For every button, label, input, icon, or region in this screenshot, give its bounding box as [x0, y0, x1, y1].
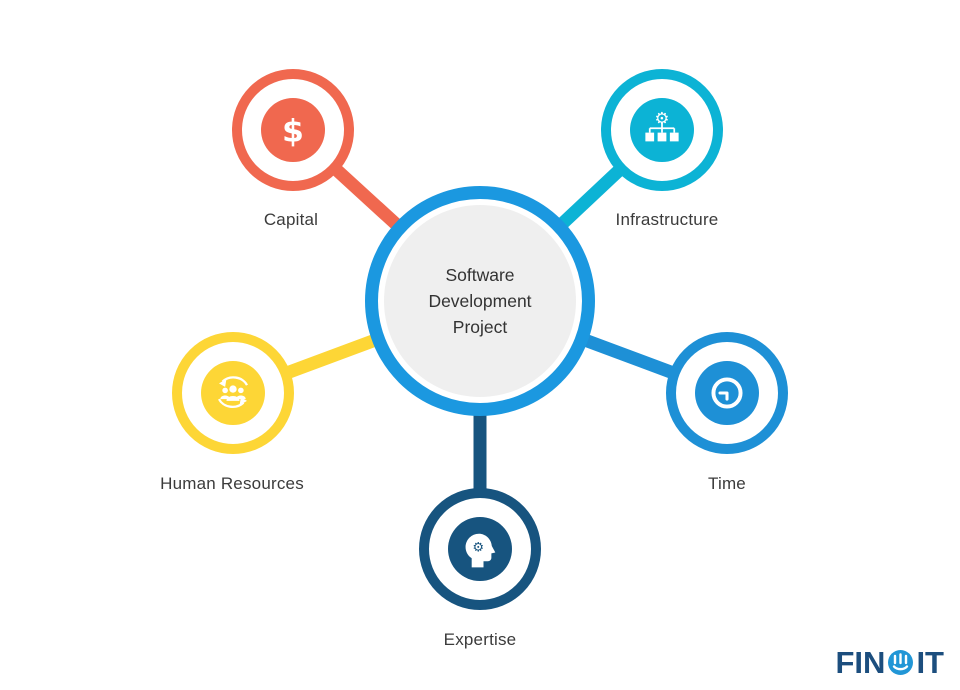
node-capital: $ — [232, 69, 354, 191]
hub-node-label: Software Development Project — [428, 264, 532, 338]
node-human-resources — [172, 332, 294, 454]
deployment-gear-icon: ⚙ — [645, 109, 679, 142]
node-label-human-resources: Human Resources — [160, 474, 304, 493]
node-label-infrastructure: Infrastructure — [615, 210, 719, 229]
mind-gear-icon: ⚙ — [465, 533, 496, 568]
finoit-logo: FIN IT — [836, 647, 945, 678]
node-label-capital: Capital — [263, 210, 319, 229]
finoit-logo-text-fin: FIN — [835, 645, 886, 680]
hub-node-fill: Software Development Project — [384, 205, 576, 397]
expertise-icon-badge: ⚙ — [448, 517, 512, 581]
infrastructure-icon-badge: ⚙ — [630, 98, 694, 162]
node-time — [666, 332, 788, 454]
node-infrastructure: ⚙ — [601, 69, 723, 191]
time-icon-badge — [695, 361, 759, 425]
team-sync-icon — [217, 376, 249, 408]
capital-icon-badge: $ — [261, 98, 325, 162]
node-label-expertise: Expertise — [443, 630, 517, 649]
node-expertise: ⚙ — [419, 488, 541, 610]
node-label-time: Time — [708, 474, 746, 493]
clock-icon — [711, 377, 743, 409]
svg-text:$: $ — [282, 113, 304, 149]
svg-text:⚙: ⚙ — [472, 541, 484, 556]
human-resources-icon-badge — [201, 361, 265, 425]
svg-text:⚙: ⚙ — [655, 109, 670, 128]
finoit-o-hand-icon — [887, 649, 914, 676]
dollar-icon: $ — [282, 113, 304, 149]
finoit-logo-text-it: IT — [916, 645, 944, 680]
